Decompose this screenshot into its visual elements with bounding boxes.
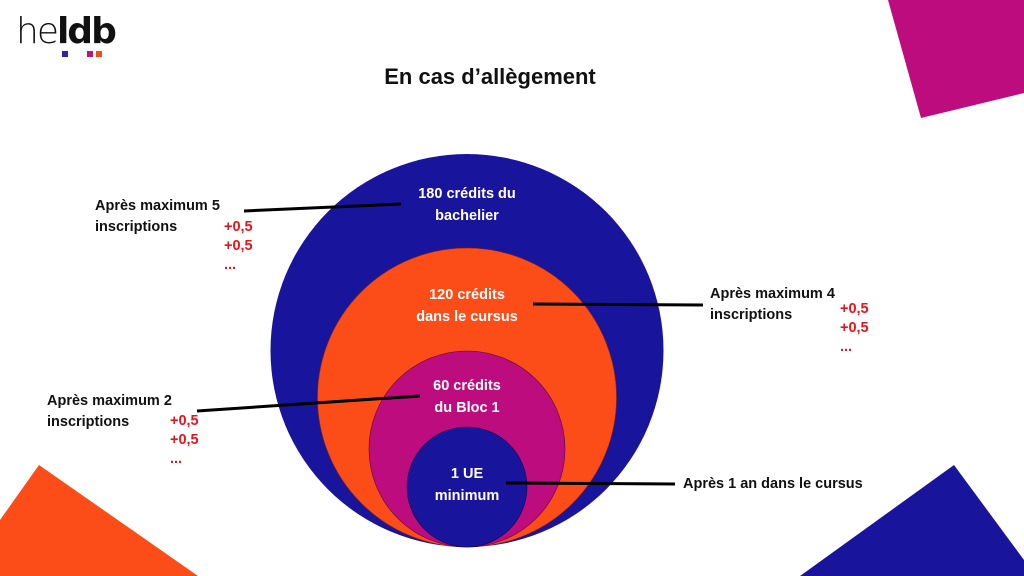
increment-ellipsis: ... [840,339,853,355]
corner-shape-top-right [888,0,1024,118]
circle-label-ue: 1 UE minimum [417,463,517,507]
connector-line-max5 [243,202,402,213]
note-line: inscriptions [47,414,130,430]
circle-label-line: 180 crédits du [418,186,516,202]
increment-value: +0,5 [224,238,253,254]
circle-label-bloc1: 60 crédits du Bloc 1 [407,375,527,419]
note-line: inscriptions [95,219,178,235]
note-one-year: Après 1 an dans le cursus [683,474,863,495]
connector-line-max2 [196,394,421,413]
logo-text-ldb: ldb [56,11,117,52]
circle-label-line: du Bloc 1 [434,400,500,416]
increment-value: +0,5 [840,320,869,336]
increment-value: +0,5 [840,301,869,317]
note-line: Après 1 an dans le cursus [683,476,863,492]
increment-ellipsis: ... [224,257,237,273]
note-max2: Après maximum 2 inscriptions [47,391,172,433]
circle-label-cursus: 120 crédits dans le cursus [397,284,537,328]
circle-label-line: bachelier [435,208,499,224]
heldb-logo: heldb [16,11,117,62]
circle-label-line: minimum [434,488,500,504]
note-line: Après maximum 2 [47,393,172,409]
circle-ue [406,426,528,548]
circle-label-line: 60 crédits [433,378,501,394]
increments-max2: +0,5 +0,5 ... [170,412,199,469]
logo-dot-orange [96,51,102,57]
increments-max5: +0,5 +0,5 ... [224,218,253,275]
note-line: Après maximum 4 [710,286,835,302]
increment-value: +0,5 [170,432,199,448]
note-line: inscriptions [710,307,793,323]
note-max5: Après maximum 5 inscriptions [95,196,220,238]
logo-dot-blue [62,51,68,57]
increments-max4: +0,5 +0,5 ... [840,300,869,357]
corner-shape-bottom-left [0,465,198,576]
circle-label-line: dans le cursus [416,309,518,325]
logo-text-he: he [16,11,59,52]
increment-value: +0,5 [224,219,253,235]
connector-line-one-year [505,481,676,486]
circle-label-line: 1 UE [450,466,484,482]
circle-label-line: 120 crédits [429,287,505,303]
connector-line-max4 [532,302,704,307]
page-title: En cas d’allègement [384,64,596,89]
increment-ellipsis: ... [170,451,183,467]
corner-shape-bottom-right [800,465,1024,576]
circle-label-bachelier: 180 crédits du bachelier [397,183,537,227]
note-line: Après maximum 5 [95,198,220,214]
logo-dot-magenta [87,51,93,57]
note-max4: Après maximum 4 inscriptions [710,284,835,326]
increment-value: +0,5 [170,413,199,429]
